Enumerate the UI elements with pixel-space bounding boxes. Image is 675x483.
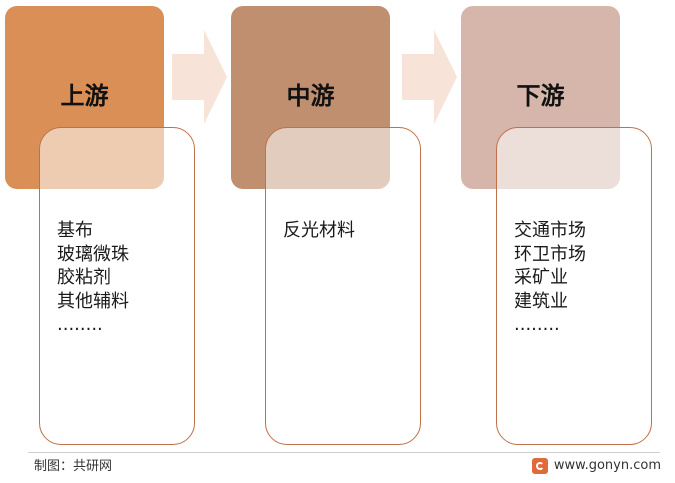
upstream-title: 上游 [60, 82, 109, 110]
list-item: ........ [514, 314, 560, 335]
website-url: www.gonyn.com [553, 458, 661, 473]
list-item: 基布 [57, 220, 93, 241]
list-item: 环卫市场 [514, 243, 586, 265]
downstream-title: 下游 [516, 82, 565, 110]
upstream-card: 基布 玻璃微珠 胶粘剂 其他辅料 ........ [39, 127, 195, 445]
downstream-item-list: 交通市场 环卫市场 采矿业 建筑业 ........ [514, 219, 586, 337]
list-item: 反光材料 [283, 220, 355, 241]
website-credit: www.gonyn.com [531, 457, 661, 475]
list-item: 交通市场 [514, 220, 586, 241]
midstream-title: 中游 [286, 82, 335, 110]
list-item: 建筑业 [514, 290, 568, 312]
gonyn-logo-icon [531, 458, 548, 474]
list-item: 胶粘剂 [57, 267, 111, 288]
upstream-item-list: 基布 玻璃微珠 胶粘剂 其他辅料 ........ [57, 219, 129, 337]
list-item: ........ [57, 314, 103, 335]
list-item: 玻璃微珠 [57, 243, 129, 265]
midstream-item-list: 反光材料 [283, 219, 355, 243]
right-arrow-icon [402, 30, 457, 124]
midstream-card: 反光材料 [265, 127, 421, 445]
right-arrow-icon [172, 30, 227, 124]
list-item: 采矿业 [514, 267, 568, 288]
downstream-card: 交通市场 环卫市场 采矿业 建筑业 ........ [496, 127, 652, 445]
footer-divider [28, 452, 660, 453]
list-item: 其他辅料 [57, 290, 129, 312]
source-note: 制图：共研网 [34, 459, 113, 474]
